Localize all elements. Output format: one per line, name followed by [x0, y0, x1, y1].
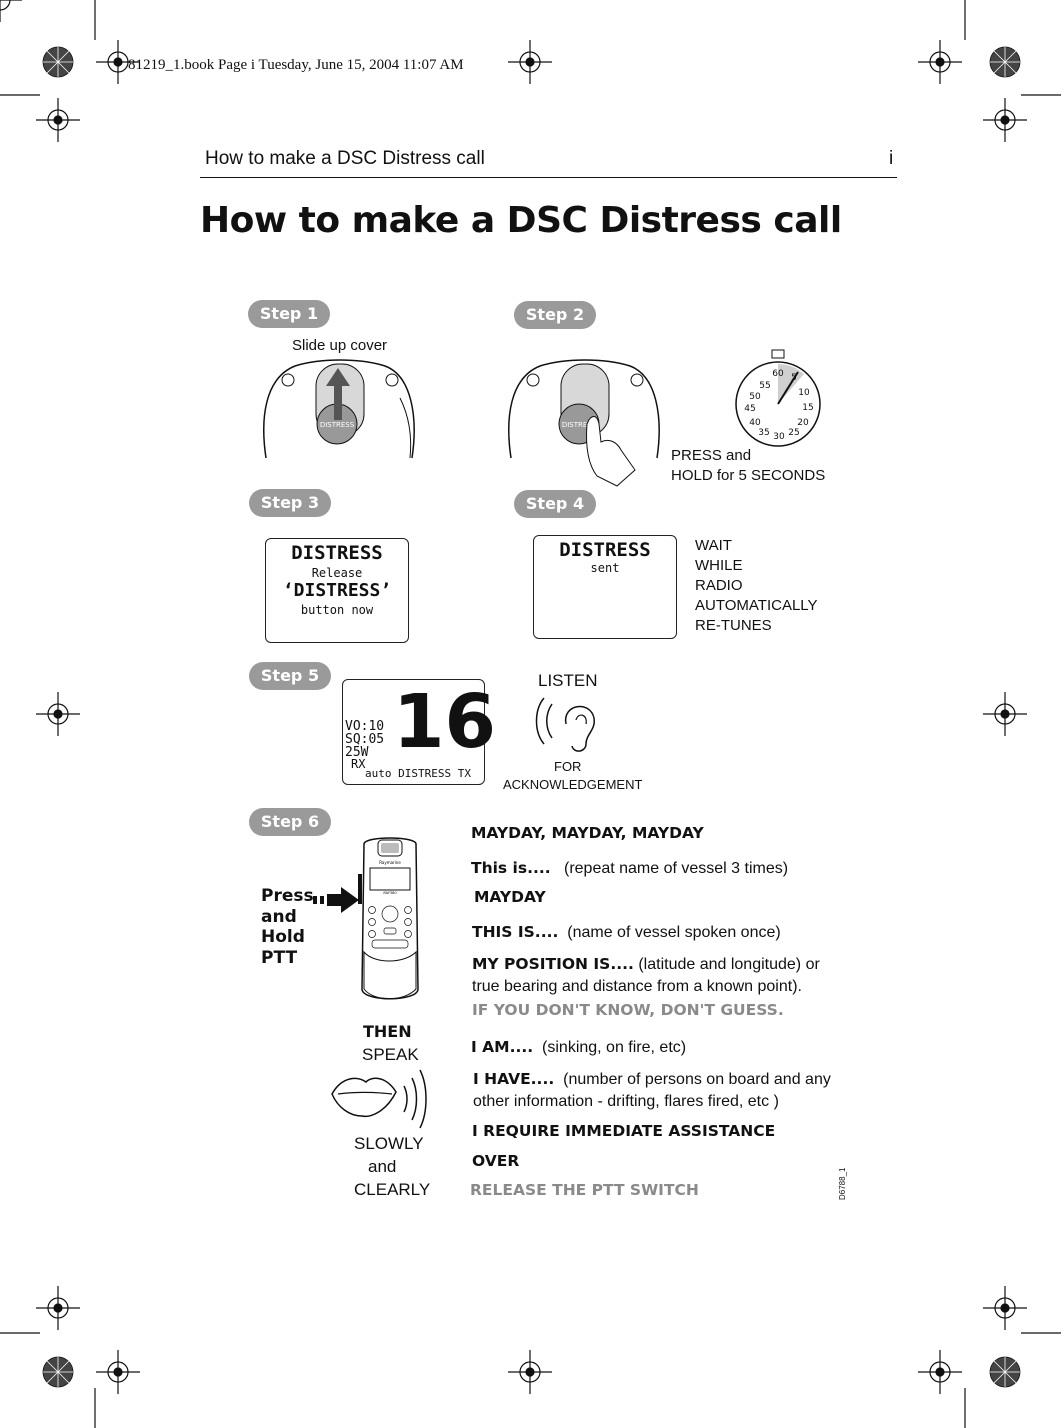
- script-position-bold: MY POSITION IS....: [472, 955, 634, 973]
- script-i-have-bold: I HAVE....: [473, 1070, 555, 1088]
- script-require-assistance: I REQUIRE IMMEDIATE ASSISTANCE: [472, 1122, 776, 1140]
- script-i-have: I HAVE.... (number of persons on board a…: [473, 1068, 831, 1091]
- ptt-word: PTT: [261, 947, 298, 968]
- step-5-badge: Step 5: [249, 662, 331, 690]
- press-word: Press: [261, 886, 314, 906]
- script-mayday-triple: MAYDAY, MAYDAY, MAYDAY: [471, 824, 704, 842]
- dial-50: 50: [749, 392, 761, 402]
- script-i-am-text: (sinking, on fire, etc): [542, 1039, 687, 1056]
- step-1-badge: Step 1: [248, 300, 330, 328]
- wait-note-2: WHILE: [695, 557, 743, 574]
- dial-15: 15: [802, 403, 813, 413]
- script-i-am: I AM.... (sinking, on fire, etc): [471, 1036, 686, 1059]
- script-this-is-2-text: (name of vessel spoken once): [567, 924, 781, 941]
- step-2-badge: Step 2: [514, 301, 596, 329]
- lcd-sent: sent: [590, 561, 620, 575]
- wait-note-3: RADIO: [695, 577, 743, 594]
- press-distress-illustration: DISTRESS: [508, 359, 660, 487]
- ear-listen-icon: [535, 697, 595, 752]
- script-this-is-2: THIS IS.... (name of vessel spoken once): [472, 921, 781, 944]
- stopwatch-icon: 60 5 10 15 20 25 30 35 40 45 50 55: [735, 349, 821, 447]
- handset-model: RAY380: [383, 891, 396, 895]
- script-i-have-cont: other information - drifting, flares fir…: [473, 1093, 779, 1110]
- figure-id: D6788_1: [838, 1167, 847, 1200]
- dial-5: 5: [791, 373, 797, 383]
- lcd-power: 25W: [345, 745, 369, 760]
- hold-word: Hold: [261, 927, 305, 947]
- script-release-ptt: RELEASE THE PTT SWITCH: [470, 1181, 699, 1199]
- page-title: How to make a DSC Distress call: [200, 200, 842, 241]
- then-label: THEN: [363, 1022, 412, 1041]
- dial-20: 20: [797, 418, 809, 428]
- step-2-caption-1: PRESS and: [671, 447, 752, 464]
- step-3-lcd-display: DISTRESS Release ‘DISTRESS’ button now: [265, 538, 409, 643]
- and-word: and: [261, 906, 297, 927]
- dial-30: 30: [773, 432, 785, 442]
- lcd-distress-heading: DISTRESS: [291, 542, 383, 564]
- print-slug: 81219_1.book Page i Tuesday, June 15, 20…: [128, 57, 464, 73]
- script-over: OVER: [472, 1152, 520, 1170]
- step-3-badge: Step 3: [249, 489, 331, 517]
- lcd-vol: VO:10: [345, 719, 385, 734]
- lcd-squelch: SQ:05: [345, 732, 385, 747]
- lcd-channel-16: 16: [393, 679, 496, 765]
- step-5-lcd-display: VO:10 SQ:05 25W RX 16 auto DISTRESS TX: [342, 679, 496, 785]
- wait-note-5: RE-TUNES: [695, 617, 772, 634]
- dial-10: 10: [798, 388, 810, 398]
- lcd-distress-heading-2: DISTRESS: [559, 539, 651, 561]
- press-hold-ptt-label: Press and Hold PTT: [261, 886, 314, 968]
- header-rule: [200, 177, 897, 178]
- dial-35: 35: [758, 428, 769, 438]
- wait-note-1: WAIT: [695, 537, 732, 554]
- dial-40: 40: [749, 418, 761, 428]
- lcd-auto-distress-tx: auto DISTRESS TX: [365, 767, 471, 780]
- handheld-radio-illustration: Raymarine RAY380: [358, 837, 419, 1000]
- running-head-page: i: [889, 148, 894, 169]
- script-position-cont: true bearing and distance from a known p…: [472, 978, 802, 995]
- dial-55: 55: [759, 381, 770, 391]
- script-mayday-single: MAYDAY: [474, 888, 546, 906]
- step-4-lcd-display: DISTRESS sent: [533, 535, 677, 639]
- mouth-speaking-icon: [331, 1069, 427, 1129]
- script-position-text: (latitude and longitude) or: [638, 956, 820, 973]
- dial-45: 45: [744, 404, 755, 414]
- script-this-is-text: (repeat name of vessel 3 times): [563, 860, 789, 877]
- handset-brand: Raymarine: [379, 860, 401, 865]
- for-label: FOR: [554, 759, 582, 774]
- script-this-is-bold: This is....: [471, 859, 551, 877]
- distress-button-label: DISTRESS: [320, 421, 355, 429]
- and-label: and: [368, 1157, 397, 1176]
- lcd-button-now: button now: [300, 603, 374, 617]
- distress-cover-slide-illustration: DISTRESS: [263, 359, 415, 459]
- wait-note-4: AUTOMATICALLY: [695, 597, 818, 614]
- script-i-have-text: (number of persons on board and any: [563, 1071, 831, 1088]
- script-position: MY POSITION IS.... (latitude and longitu…: [472, 953, 820, 976]
- lcd-rx: RX: [351, 757, 366, 771]
- script-this-is-2-bold: THIS IS....: [472, 923, 559, 941]
- running-head-title: How to make a DSC Distress call: [205, 148, 485, 169]
- script-this-is: This is.... (repeat name of vessel 3 tim…: [471, 857, 788, 880]
- listen-label: LISTEN: [538, 671, 598, 690]
- script-dont-guess: IF YOU DON'T KNOW, DON'T GUESS.: [472, 1001, 784, 1019]
- lcd-release: Release: [311, 566, 363, 580]
- step-2-caption-2: HOLD for 5 SECONDS: [671, 467, 826, 484]
- dial-60: 60: [772, 369, 784, 379]
- speak-label: SPEAK: [362, 1045, 419, 1064]
- script-i-am-bold: I AM....: [471, 1038, 534, 1056]
- step-4-badge: Step 4: [514, 490, 596, 518]
- lcd-distress-quoted: ‘DISTRESS’: [282, 580, 392, 601]
- arrow-right-icon: [313, 887, 359, 913]
- clearly-label: CLEARLY: [354, 1180, 431, 1199]
- step-6-badge: Step 6: [249, 808, 331, 836]
- dial-25: 25: [788, 428, 799, 438]
- step-1-caption: Slide up cover: [292, 337, 388, 354]
- slowly-label: SLOWLY: [354, 1134, 424, 1153]
- acknowledgement-label: ACKNOWLEDGEMENT: [503, 777, 643, 792]
- distress-button-label-2: DISTRESS: [562, 421, 597, 429]
